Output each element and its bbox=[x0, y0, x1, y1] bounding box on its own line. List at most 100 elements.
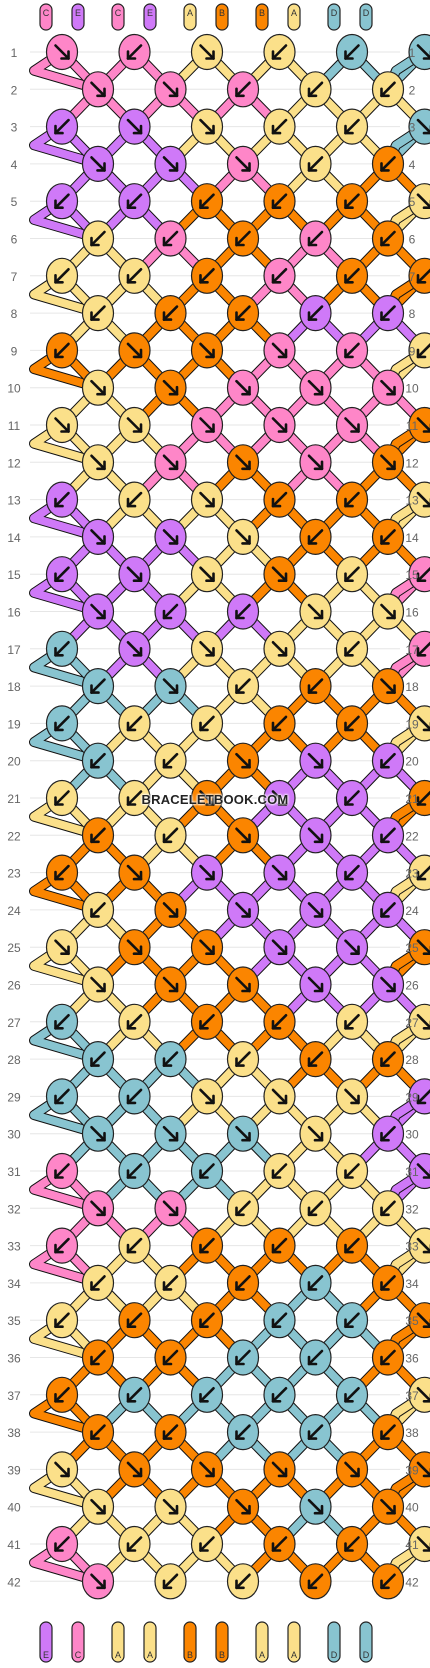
arrow-down-left-icon bbox=[416, 268, 430, 284]
arrow-head-icon bbox=[162, 1355, 173, 1366]
knot bbox=[335, 1451, 369, 1488]
knot bbox=[190, 406, 224, 444]
knot bbox=[371, 220, 405, 257]
arrow-head-icon bbox=[132, 572, 143, 582]
arrow-head-icon bbox=[422, 125, 430, 135]
row-label-right: 34 bbox=[405, 1277, 419, 1291]
knot bbox=[408, 1451, 430, 1488]
arrow-head-icon bbox=[132, 423, 143, 433]
arrow-down-left-icon bbox=[54, 193, 70, 209]
arrow-down-left-icon bbox=[344, 267, 360, 284]
arrow-down-right-icon bbox=[162, 529, 179, 545]
bottom-string-end: D bbox=[327, 1621, 341, 1663]
arrow-down-right-icon bbox=[380, 379, 396, 396]
arrow-head-icon bbox=[307, 1206, 318, 1217]
string-letter: E bbox=[75, 8, 81, 18]
knot-oval bbox=[408, 1376, 430, 1413]
arrow-down-left-icon bbox=[162, 752, 179, 769]
arrow-down-right-icon bbox=[307, 902, 324, 918]
arrow-down-left-icon bbox=[235, 1275, 251, 1291]
arrow-down-right-icon bbox=[271, 417, 288, 433]
row-label-left: 6 bbox=[11, 233, 18, 247]
knot-oval bbox=[408, 705, 430, 742]
knot bbox=[335, 1302, 369, 1339]
knot bbox=[45, 257, 79, 294]
arrow-down-left-icon bbox=[54, 1088, 70, 1105]
knot bbox=[45, 1376, 79, 1413]
knot bbox=[226, 1115, 260, 1152]
knot-oval bbox=[408, 1302, 430, 1339]
arrow-head-icon bbox=[162, 1430, 173, 1440]
knot bbox=[299, 1115, 332, 1152]
knot-oval bbox=[408, 556, 430, 593]
arrow-head-icon bbox=[96, 1131, 106, 1142]
bottom-string-end: E bbox=[39, 1621, 53, 1663]
arrow-down-right-icon bbox=[54, 44, 70, 60]
knot bbox=[154, 593, 187, 630]
string-end bbox=[327, 1621, 341, 1663]
knot bbox=[371, 1339, 405, 1376]
arrow-head-icon bbox=[416, 274, 427, 284]
knot bbox=[408, 332, 430, 369]
row-label-left: 34 bbox=[7, 1277, 21, 1291]
arrow-down-right-icon bbox=[344, 939, 360, 956]
string-letter: D bbox=[363, 1650, 370, 1660]
arrow-down-right-icon bbox=[90, 603, 106, 620]
row-label-right: 31 bbox=[405, 1165, 419, 1179]
row-label-left: 28 bbox=[7, 1053, 21, 1067]
arrow-head-icon bbox=[96, 385, 106, 396]
arrow-head-icon bbox=[313, 609, 324, 620]
arrow-down-left-icon bbox=[54, 864, 70, 881]
knot bbox=[335, 332, 369, 369]
string-end bbox=[287, 3, 301, 31]
knot bbox=[263, 33, 296, 71]
knot bbox=[118, 183, 151, 220]
arrow-down-right-icon bbox=[162, 678, 179, 694]
arrow-down-right-icon bbox=[416, 44, 430, 60]
knot bbox=[154, 220, 187, 257]
knot bbox=[299, 966, 332, 1003]
knot bbox=[190, 1302, 224, 1339]
arrow-down-left-icon bbox=[380, 1573, 396, 1590]
arrow-head-icon bbox=[380, 535, 390, 545]
arrow-down-right-icon bbox=[199, 640, 215, 657]
arrow-head-icon bbox=[277, 870, 288, 881]
knot bbox=[299, 817, 332, 854]
arrow-down-left-icon bbox=[54, 1237, 70, 1254]
row-label-right: 2 bbox=[409, 83, 416, 97]
string-letter: B bbox=[259, 8, 265, 18]
arrow-head-icon bbox=[235, 87, 245, 98]
knot bbox=[299, 1339, 332, 1376]
knot bbox=[81, 966, 115, 1003]
arrow-down-right-icon bbox=[235, 976, 251, 993]
knot bbox=[335, 1376, 369, 1413]
knot bbox=[45, 1227, 79, 1264]
arrow-head-icon bbox=[205, 50, 215, 60]
arrow-head-icon bbox=[126, 1094, 137, 1105]
knot bbox=[335, 854, 369, 891]
arrow-head-icon bbox=[54, 1094, 64, 1105]
arrow-down-right-icon bbox=[416, 193, 430, 209]
knot bbox=[81, 518, 115, 556]
string-end bbox=[39, 1621, 53, 1663]
arrow-head-icon bbox=[422, 1244, 430, 1254]
arrow-down-right-icon bbox=[126, 1461, 143, 1478]
knot bbox=[263, 183, 296, 220]
arrow-head-icon bbox=[386, 684, 396, 694]
knot bbox=[226, 891, 260, 929]
knot bbox=[226, 667, 260, 705]
row-label-left: 20 bbox=[7, 755, 21, 769]
arrow-down-left-icon bbox=[380, 156, 396, 172]
row-label-left: 11 bbox=[8, 419, 21, 433]
arrow-down-right-icon bbox=[271, 342, 288, 359]
arrow-down-right-icon bbox=[235, 156, 251, 172]
knot bbox=[371, 295, 405, 332]
knot bbox=[118, 1525, 151, 1563]
string-letter: C bbox=[115, 8, 122, 18]
arrow-head-icon bbox=[168, 1131, 179, 1142]
arrow-head-icon bbox=[126, 497, 137, 508]
arrow-head-icon bbox=[235, 1281, 245, 1291]
arrow-down-left-icon bbox=[126, 1237, 143, 1254]
string-letter: B bbox=[219, 1650, 225, 1660]
arrow-head-icon bbox=[344, 1169, 354, 1179]
